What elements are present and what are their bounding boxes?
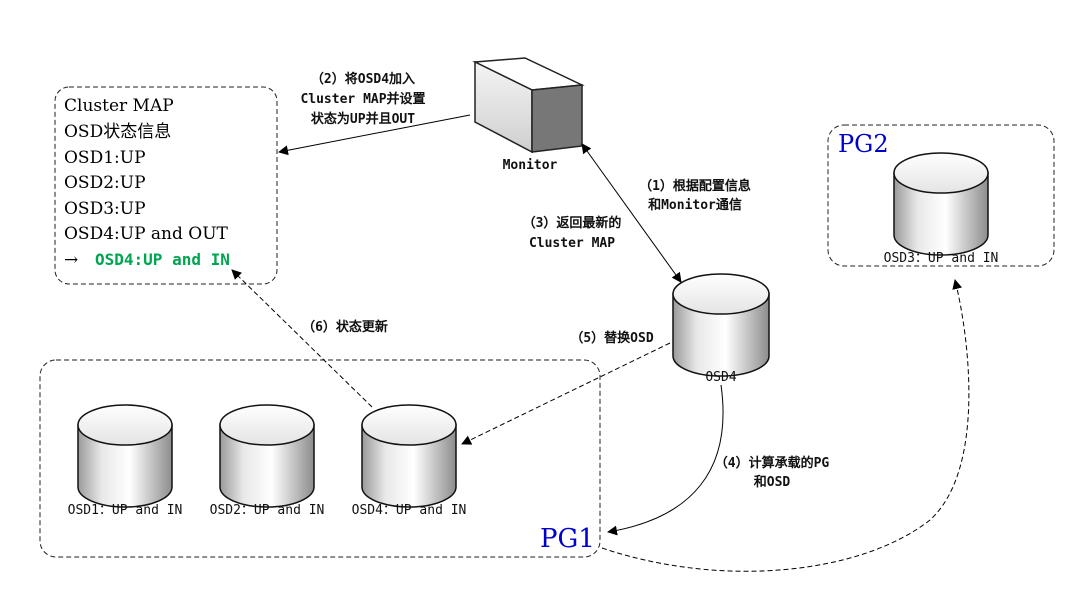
arrow-step-1-3	[581, 143, 682, 283]
step-2-line-3: 状态为UP并且OUT	[311, 111, 415, 127]
arrow-step-6	[231, 269, 373, 408]
map-line-4: OSD2:UP	[64, 173, 146, 193]
step-4-line-2: 和OSD	[754, 474, 791, 490]
step-3-line-1: （3）返回最新的	[523, 215, 622, 231]
arrow-step-4	[607, 384, 724, 536]
pg1-disk-2-label: OSD2：UP and IN	[210, 503, 325, 518]
arrow-step-2	[278, 114, 471, 156]
osd4-standalone-label: OSD4	[705, 370, 736, 385]
step-2-line-2: Cluster MAP并设置	[300, 91, 425, 107]
pg2-label: PG2	[838, 130, 889, 158]
map-line-6: OSD4:UP and OUT	[64, 224, 229, 244]
monitor-label: Monitor	[503, 158, 558, 173]
osd4-standalone-disk-icon	[672, 273, 770, 377]
pg1-disk-1-label: OSD1：UP and IN	[68, 503, 183, 518]
pg1-disk-3-label: OSD4：UP and IN	[352, 503, 467, 518]
map-line-5: OSD3:UP	[64, 199, 146, 219]
map-line-1: Cluster MAP	[64, 96, 174, 116]
pg2-box	[827, 124, 1055, 267]
arrow-step-5	[461, 342, 671, 445]
monitor-server-icon	[472, 57, 585, 154]
pg1-disk-1-icon	[77, 404, 173, 508]
step-3-line-2: Cluster MAP	[529, 236, 615, 251]
step-5-line-1: （5）替换OSD	[570, 330, 653, 346]
pg1-box	[39, 359, 601, 558]
pg1-disk-2-icon	[219, 404, 315, 508]
map-line-2: OSD状态信息	[64, 122, 171, 142]
pg2-disk-1-icon	[893, 152, 989, 256]
map-line-3: OSD1:UP	[64, 148, 146, 168]
cluster-map-box	[54, 86, 278, 285]
step-1-line-1: （1）根据配置信息	[639, 178, 751, 194]
pg1-disk-3-icon	[361, 404, 457, 508]
step-1-line-2: 和Monitor通信	[648, 197, 742, 213]
step-4-line-1: （4）计算承载的PG	[715, 455, 830, 471]
map-new-state: OSD4:UP and IN	[95, 250, 230, 269]
pg1-label: PG1	[540, 524, 595, 554]
map-arrow-glyph: →	[64, 250, 78, 270]
arrow-pg1-to-pg2	[601, 279, 970, 572]
step-2-line-1: （2）将OSD4加入	[311, 71, 415, 87]
step-6-line-1: （6）状态更新	[302, 319, 388, 335]
pg2-disk-1-label: OSD3：UP and IN	[884, 251, 999, 266]
disk-layer	[77, 152, 989, 508]
